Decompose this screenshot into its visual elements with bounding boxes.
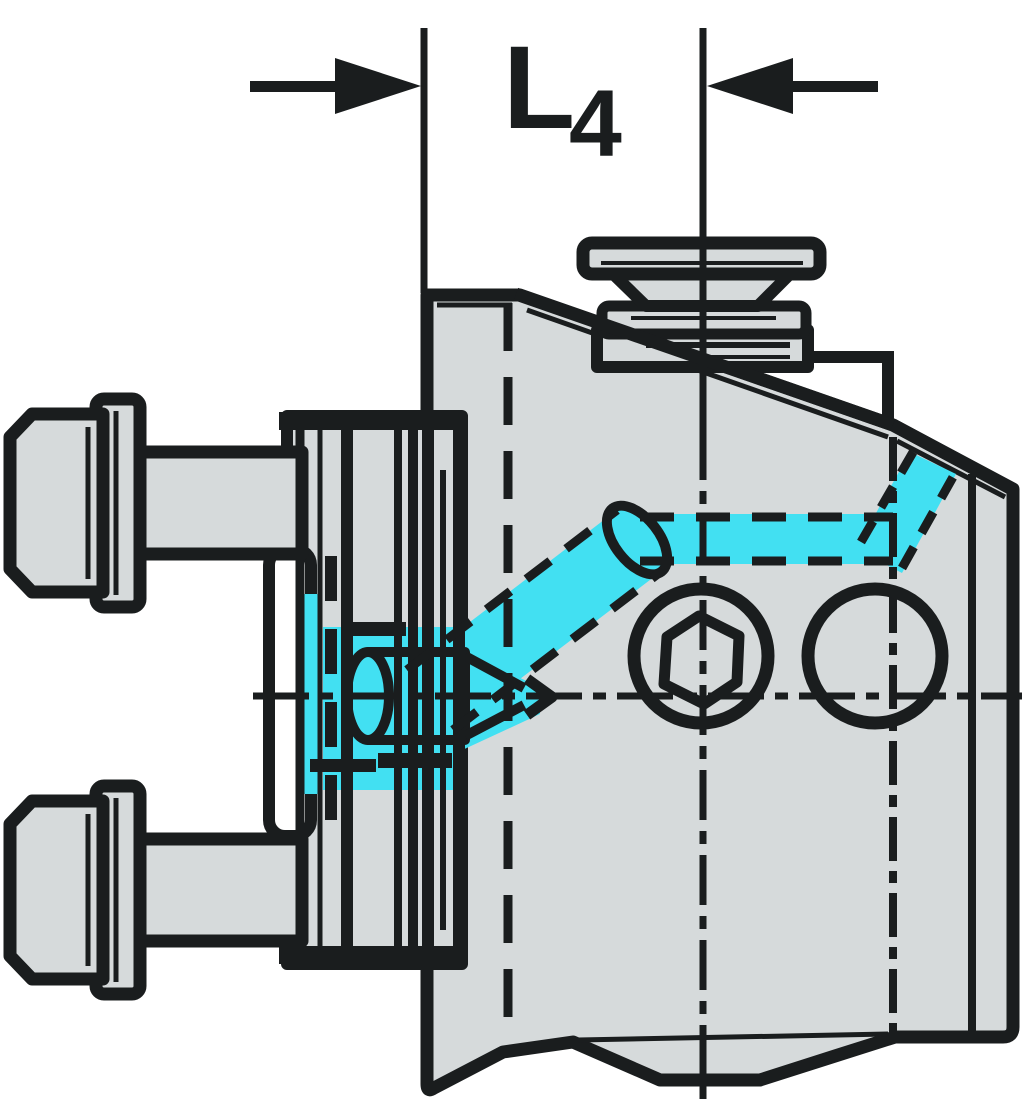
- dimension-annotation: L 4: [250, 22, 878, 293]
- clamp-mid-bar-left: [310, 759, 376, 772]
- body-slant-inner-line-2: [895, 438, 1007, 500]
- upper-bolt: [3, 392, 309, 614]
- coolant-diagonal-tube: [407, 510, 663, 730]
- lower-bolt-head: [3, 794, 110, 986]
- dimension-arrow-left-shaft: [250, 81, 335, 92]
- top-knob: [513, 236, 1014, 494]
- dimension-label: L: [503, 22, 575, 154]
- coolant-left-strip: [303, 594, 318, 794]
- dimension-arrow-left-head: [335, 58, 421, 114]
- dimension-arrow-right-shaft: [793, 81, 878, 92]
- clamp-top-bar: [279, 412, 465, 430]
- dimension-label-subscript: 4: [569, 71, 622, 177]
- tube-bottom-dashed-edge: [450, 566, 666, 734]
- upper-bolt-shaft: [133, 445, 309, 561]
- nozzle-cone-bottom-edge: [462, 700, 527, 741]
- clamp-bottom-bar: [279, 946, 465, 964]
- dimension-arrow-right-head: [707, 58, 793, 114]
- hidden-lines: [404, 303, 957, 1034]
- right-diagonal-dashed-edge-1: [857, 444, 920, 545]
- coolant-right-diagonal: [856, 452, 956, 573]
- lower-bolt: [3, 779, 309, 1001]
- body-bottom-inner-line: [577, 1031, 889, 1043]
- plain-bore-circle: [801, 582, 949, 730]
- clamp-mid-bar-lower: [378, 753, 452, 768]
- body-slant-inner-line: [526, 307, 889, 440]
- body-top-slant-edge-right: [889, 419, 1014, 494]
- upper-bolt-head: [3, 407, 110, 599]
- tube-top-dashed-edge: [404, 506, 620, 674]
- clamp-mid-bar-upper: [350, 622, 406, 636]
- coolant-horizontal-channel: [640, 514, 893, 564]
- lower-bolt-shaft: [133, 832, 309, 948]
- right-diagonal-dashed-edge-2: [898, 474, 957, 571]
- centerlines: [253, 28, 1022, 1106]
